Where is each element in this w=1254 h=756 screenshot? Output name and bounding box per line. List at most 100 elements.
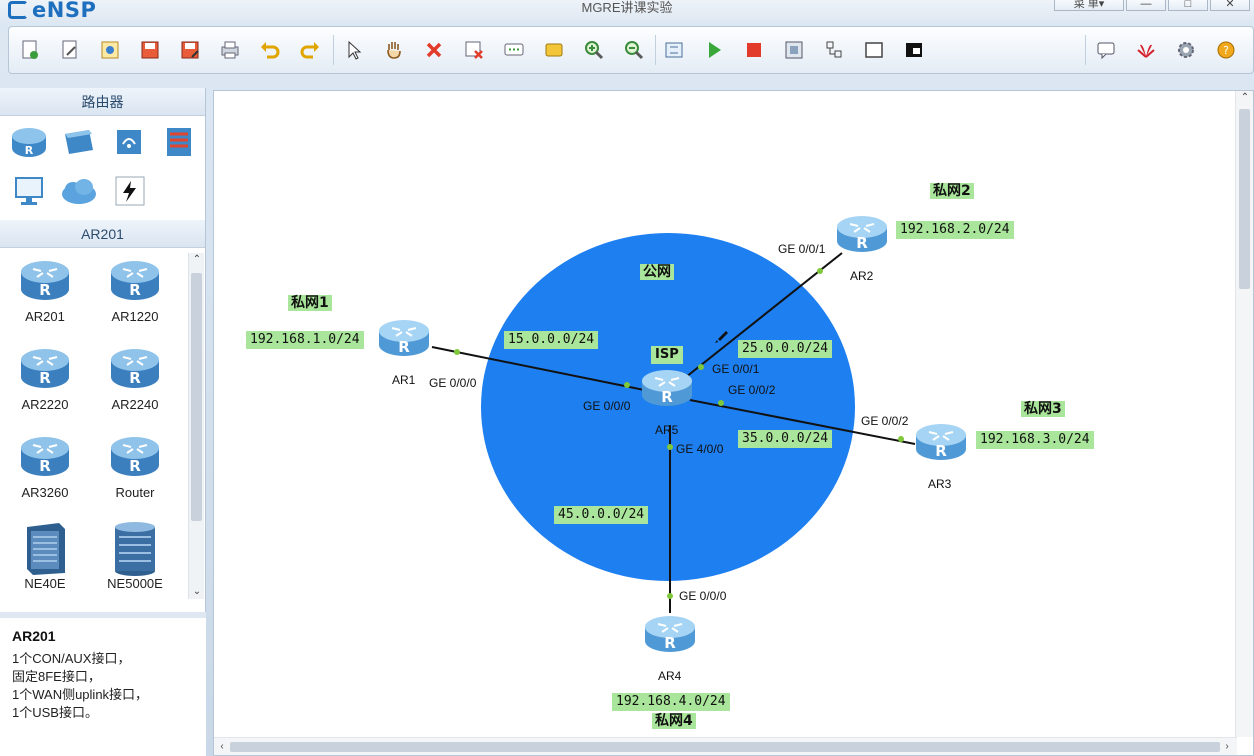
pan-hand-icon[interactable] <box>381 37 407 63</box>
if-ar1: GE 0/0/0 <box>429 376 477 390</box>
router-ar1[interactable]: R <box>378 317 430 357</box>
cli-icon[interactable] <box>901 37 927 63</box>
save-icon[interactable] <box>137 37 163 63</box>
link-ar1-ar5[interactable] <box>431 346 670 396</box>
topology-icon[interactable] <box>821 37 847 63</box>
redo-icon[interactable] <box>297 37 323 63</box>
device-label: Router <box>115 485 155 500</box>
scroll-right-icon[interactable]: › <box>1225 741 1229 752</box>
if-ar5-to-ar3: GE 0/0/2 <box>728 383 776 397</box>
undo-icon[interactable] <box>257 37 283 63</box>
canvas-vertical-scrollbar[interactable]: ⌃ <box>1235 91 1253 737</box>
public-network-label: 公网 <box>640 264 674 280</box>
settings-icon[interactable] <box>1173 37 1199 63</box>
new-topology-icon[interactable] <box>17 37 43 63</box>
router-ar4[interactable]: R <box>644 613 696 653</box>
port-ar5-ge001 <box>698 364 704 370</box>
fit-view-icon[interactable] <box>661 37 687 63</box>
minimize-button[interactable]: — <box>1126 0 1166 11</box>
delete-icon[interactable] <box>421 37 447 63</box>
cloud-category-icon[interactable] <box>54 172 104 212</box>
scrollbar-thumb[interactable] <box>191 273 202 521</box>
device-ar201[interactable]: R AR201 <box>0 257 90 345</box>
zoom-out-icon[interactable] <box>621 37 647 63</box>
device-ne5000e[interactable]: NE5000E <box>90 519 180 599</box>
switch-category-icon[interactable] <box>54 122 104 162</box>
scrollbar-thumb[interactable] <box>230 742 1220 752</box>
router-ar2[interactable]: R <box>836 213 888 253</box>
pen-cursor-icon <box>715 331 728 343</box>
scrollbar-thumb[interactable] <box>1239 109 1250 289</box>
svg-text:R: R <box>25 144 34 157</box>
save-as-icon[interactable] <box>177 37 203 63</box>
device-label: AR201 <box>25 309 65 324</box>
router-label-ar2: AR2 <box>850 269 874 283</box>
device-ne40e[interactable]: NE40E <box>0 519 90 599</box>
wan-subnet-15: 15.0.0.0/24 <box>504 331 599 349</box>
device-header: AR201 <box>0 220 205 248</box>
pc-category-icon[interactable] <box>4 172 54 212</box>
wlan-category-icon[interactable] <box>104 122 154 162</box>
firewall-category-icon[interactable] <box>154 122 204 162</box>
svg-text:R: R <box>129 281 141 299</box>
device-info-line: 1个WAN侧uplink接口， <box>12 687 149 702</box>
print-icon[interactable] <box>217 37 243 63</box>
window-icon[interactable] <box>861 37 887 63</box>
help-icon[interactable]: ? <box>1213 37 1239 63</box>
svg-text:R: R <box>39 369 51 387</box>
huawei-icon[interactable] <box>1133 37 1159 63</box>
select-icon[interactable] <box>341 37 367 63</box>
router-ar3[interactable]: R <box>915 421 967 461</box>
link-ar2-ar5[interactable] <box>685 252 843 378</box>
svg-text:R: R <box>398 338 410 356</box>
window-controls: 菜 单▾ — □ ✕ <box>1054 0 1250 11</box>
device-list-scrollbar[interactable]: ⌃ ⌄ <box>188 253 204 599</box>
link-category-icon[interactable] <box>104 172 154 212</box>
port-ar5-ge002 <box>718 400 724 406</box>
scroll-left-icon[interactable]: ‹ <box>220 741 224 752</box>
lan-subnet-4: 192.168.4.0/24 <box>612 693 730 711</box>
text-label-icon[interactable] <box>501 37 527 63</box>
lan-subnet-2: 192.168.2.0/24 <box>896 221 1014 239</box>
svg-text:?: ? <box>1223 44 1229 57</box>
open-icon[interactable] <box>97 37 123 63</box>
category-header: 路由器 <box>0 88 205 116</box>
menu-button[interactable]: 菜 单▾ <box>1054 0 1124 11</box>
if-ar5-to-ar2: GE 0/0/1 <box>712 362 760 376</box>
delete-link-icon[interactable] <box>461 37 487 63</box>
chat-icon[interactable] <box>1093 37 1119 63</box>
topology-canvas[interactable]: R R R R R AR1 AR2 AR3 AR4 AR5 公网 ISP 私网1… <box>213 90 1254 756</box>
scroll-up-icon[interactable]: ⌃ <box>1240 92 1250 103</box>
router-ar5-isp[interactable]: R <box>641 367 693 407</box>
link-ar3-ar5[interactable] <box>689 399 916 445</box>
zoom-in-icon[interactable] <box>581 37 607 63</box>
scroll-up-icon[interactable]: ⌃ <box>192 254 202 265</box>
svg-text:R: R <box>39 457 51 475</box>
canvas-horizontal-scrollbar[interactable]: ‹ › <box>214 737 1237 755</box>
start-device-icon[interactable] <box>701 37 727 63</box>
capture-icon[interactable] <box>781 37 807 63</box>
device-info-line: 1个USB接口。 <box>12 705 98 720</box>
port-ar3 <box>898 436 904 442</box>
new-example-icon[interactable] <box>57 37 83 63</box>
private-net-label-3: 私网3 <box>1021 401 1065 417</box>
stop-device-icon[interactable] <box>741 37 767 63</box>
router-label-ar4: AR4 <box>658 669 682 683</box>
device-info-line: 1个CON/AUX接口， <box>12 651 131 666</box>
shape-icon[interactable] <box>541 37 567 63</box>
app-logo: eNSP <box>8 0 96 22</box>
router-label-ar5: AR5 <box>655 423 679 437</box>
maximize-button[interactable]: □ <box>1168 0 1208 11</box>
svg-text:R: R <box>129 369 141 387</box>
wan-subnet-25: 25.0.0.0/24 <box>738 340 833 358</box>
scroll-down-icon[interactable]: ⌄ <box>192 586 202 597</box>
router-category-icon[interactable]: R <box>4 122 54 162</box>
close-button[interactable]: ✕ <box>1210 0 1250 11</box>
svg-text:R: R <box>39 281 51 299</box>
